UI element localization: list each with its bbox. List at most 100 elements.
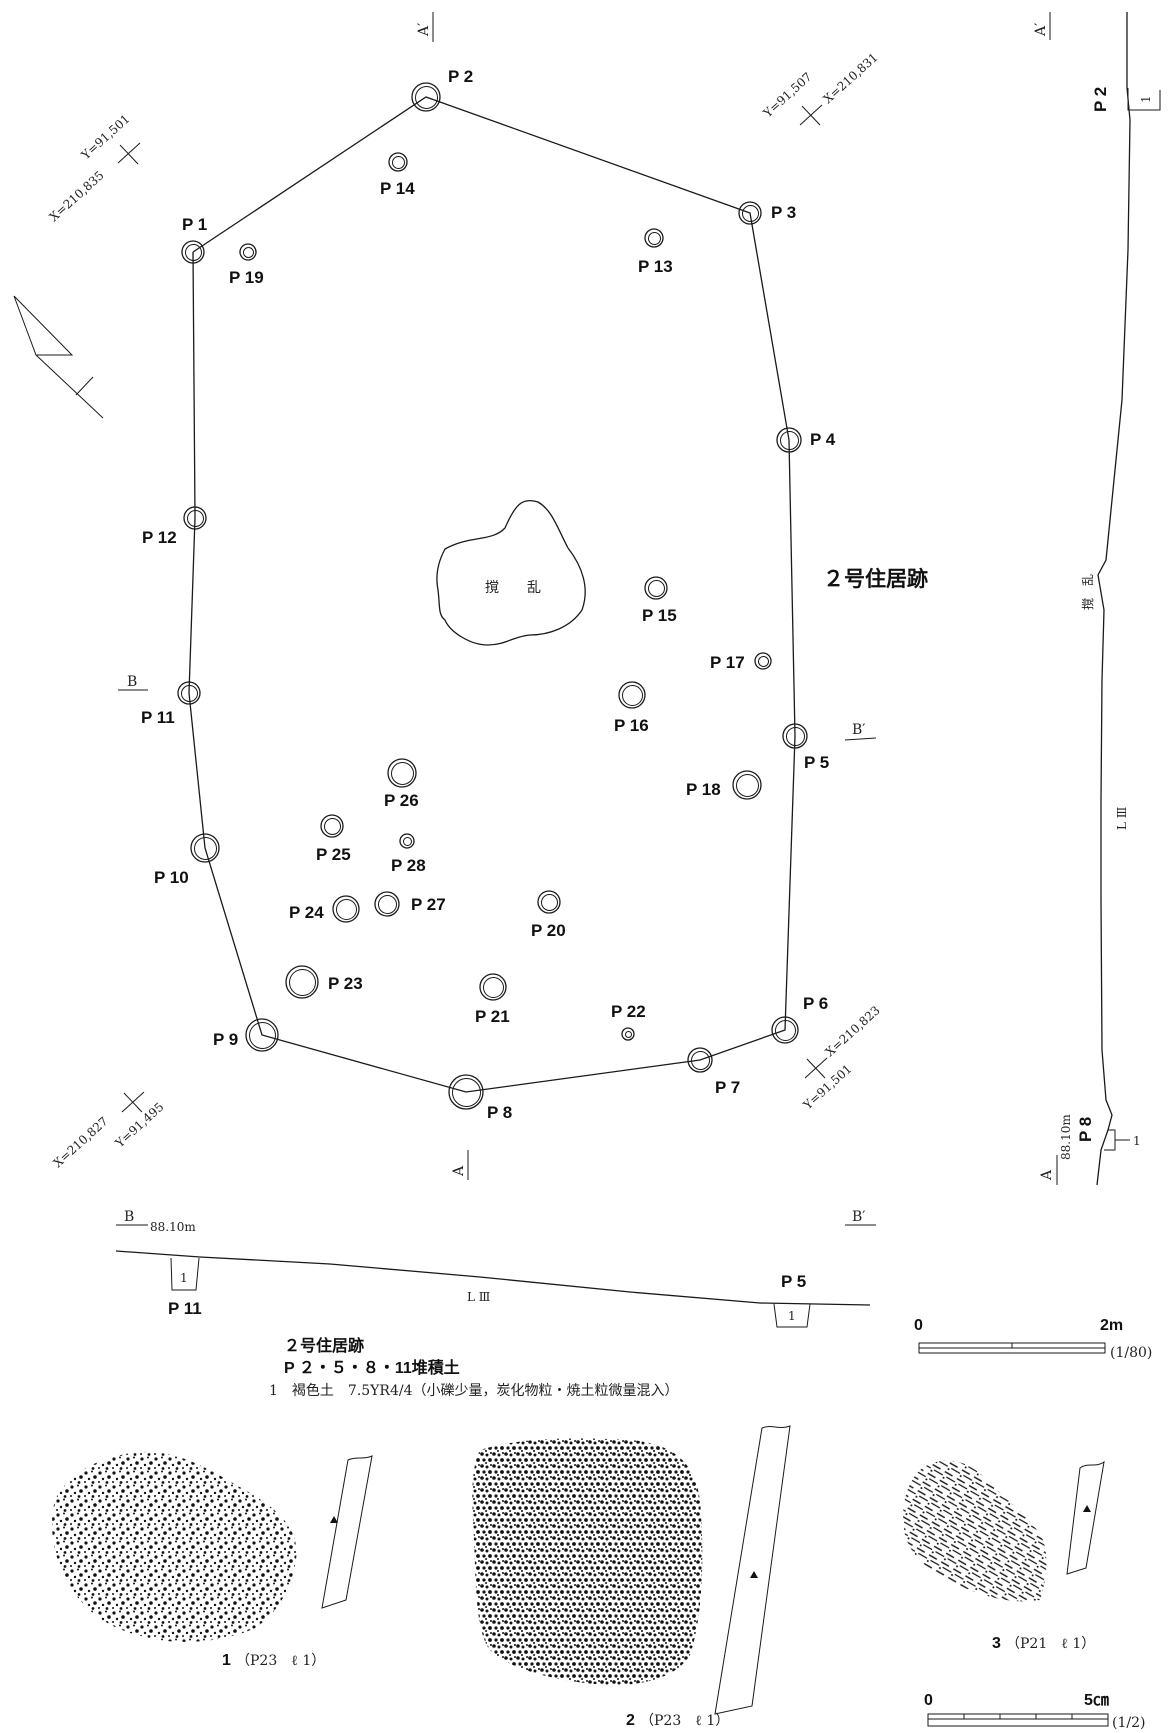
section-aa-p2-label: P 2 bbox=[1091, 87, 1110, 112]
pit-p20: P 20 bbox=[531, 890, 566, 940]
section-bb: B 88.10m B′ 1 P 11 L Ⅲ 1 P 5 bbox=[115, 1209, 876, 1328]
svg-text:3: 3 bbox=[992, 1635, 1001, 1652]
pit-p17-label: P 17 bbox=[710, 653, 745, 672]
pit-p26: P 26 bbox=[384, 758, 419, 810]
pit-p14-floor bbox=[392, 156, 405, 169]
pit-p14: P 14 bbox=[380, 152, 415, 198]
pit-p11-outline bbox=[177, 681, 201, 705]
pit-p25: P 25 bbox=[316, 814, 351, 864]
svg-text:0: 0 bbox=[914, 1317, 923, 1334]
pit-p1-floor bbox=[185, 244, 202, 261]
pit-p27-floor bbox=[378, 895, 397, 914]
pit-p23-outline bbox=[285, 965, 319, 999]
coord-cross-se: X=210,823 Y=91,501 bbox=[800, 1003, 883, 1113]
svg-text:0: 0 bbox=[924, 1692, 933, 1709]
disturbance-area bbox=[436, 500, 586, 646]
artifact-3-face bbox=[903, 1460, 1047, 1602]
legend-title: ２号住居跡 bbox=[284, 1336, 364, 1355]
svg-text:X=210,827: X=210,827 bbox=[51, 1114, 111, 1170]
artifact-3: 3 （P21 ℓ 1） bbox=[903, 1460, 1105, 1652]
pit-p3-floor bbox=[742, 205, 759, 222]
pit-p1-label: P 1 bbox=[182, 215, 207, 234]
pit-p19-label: P 19 bbox=[229, 268, 264, 287]
disturbance-label: 撹 乱 bbox=[485, 580, 541, 596]
svg-text:X=210,835: X=210,835 bbox=[47, 168, 107, 224]
pit-p8-floor bbox=[452, 1078, 481, 1107]
pit-p6-outline bbox=[771, 1016, 799, 1044]
pit-p19: P 19 bbox=[229, 243, 264, 287]
section-a-bottom-marker: A bbox=[451, 1150, 469, 1180]
coord-cross-nw: Y=91,501 X=210,835 bbox=[47, 112, 141, 224]
pit-p27-outline bbox=[374, 891, 400, 917]
pit-p4-label: P 4 bbox=[810, 430, 836, 449]
pit-p23-label: P 23 bbox=[328, 974, 363, 993]
pit-p12-outline bbox=[183, 506, 207, 530]
house-title: ２号住居跡 bbox=[823, 567, 928, 591]
svg-text:X=210,823: X=210,823 bbox=[823, 1003, 883, 1059]
svg-text:A: A bbox=[451, 1165, 467, 1177]
pit-p5-outline bbox=[782, 723, 808, 749]
pit-p12-floor bbox=[187, 510, 204, 527]
section-b-right-marker: B′ bbox=[844, 722, 877, 741]
pit-p21-floor bbox=[483, 977, 504, 998]
pit-p28-label: P 28 bbox=[391, 856, 426, 875]
pit-p3-label: P 3 bbox=[771, 203, 796, 222]
section-aa-p8-label: P 8 bbox=[1076, 1117, 1095, 1142]
pit-p22-floor bbox=[625, 1031, 632, 1038]
pit-p25-floor bbox=[324, 818, 341, 835]
pit-p20-label: P 20 bbox=[531, 921, 566, 940]
pit-p25-label: P 25 bbox=[316, 845, 351, 864]
pit-p15: P 15 bbox=[642, 576, 677, 625]
pit-p23: P 23 bbox=[285, 965, 363, 999]
svg-text:5㎝: 5㎝ bbox=[1084, 1692, 1109, 1709]
pit-p6-label: P 6 bbox=[803, 994, 828, 1013]
pit-p17-outline bbox=[754, 652, 772, 670]
svg-text:B′: B′ bbox=[852, 722, 865, 738]
pit-p17: P 17 bbox=[710, 652, 772, 672]
pit-p19-floor bbox=[243, 247, 254, 258]
pit-p10-label: P 10 bbox=[154, 868, 189, 887]
section-aa-pit-p2 bbox=[1127, 88, 1161, 111]
scale-bar-plan: 0 2m (1/80) bbox=[914, 1317, 1152, 1361]
pit-p8: P 8 bbox=[448, 1074, 512, 1122]
pit-p2-label: P 2 bbox=[448, 67, 473, 86]
pit-p9-outline bbox=[245, 1018, 279, 1052]
pit-p4: P 4 bbox=[776, 427, 836, 453]
pits-layer: P 1P 2P 3P 4P 5P 6P 7P 8P 9P 10P 11P 12P… bbox=[141, 67, 836, 1122]
section-bb-end-label: B′ bbox=[852, 1209, 865, 1225]
pit-p25-outline bbox=[320, 814, 344, 838]
section-bb-p11-label: P 11 bbox=[168, 1299, 202, 1318]
pit-p16: P 16 bbox=[614, 681, 649, 735]
artifact-3-profile bbox=[1066, 1460, 1105, 1575]
section-aa-start-label: A bbox=[1039, 1169, 1055, 1181]
pit-p4-floor bbox=[780, 431, 799, 450]
pit-p18-outline bbox=[732, 770, 762, 800]
pit-p18-label: P 18 bbox=[686, 780, 721, 799]
pit-p22: P 22 bbox=[611, 1002, 646, 1041]
pit-p27: P 27 bbox=[374, 891, 446, 917]
house-outline bbox=[188, 96, 796, 1093]
pit-p28: P 28 bbox=[391, 833, 426, 875]
pit-p2-floor bbox=[415, 86, 438, 109]
pit-p24: P 24 bbox=[289, 895, 360, 923]
svg-text:1: 1 bbox=[180, 1271, 188, 1285]
pit-p15-floor bbox=[648, 580, 665, 597]
pit-p27-label: P 27 bbox=[411, 895, 446, 914]
svg-text:Y=91,495: Y=91,495 bbox=[112, 1100, 167, 1151]
pit-p26-label: P 26 bbox=[384, 791, 419, 810]
pit-p6: P 6 bbox=[771, 994, 828, 1044]
pit-p28-outline bbox=[399, 833, 415, 849]
pit-p2: P 2 bbox=[411, 67, 473, 112]
section-aa-end-label: A′ bbox=[1033, 23, 1049, 37]
pit-p6-floor bbox=[775, 1020, 796, 1041]
pit-p17-floor bbox=[758, 656, 769, 667]
section-bb-ground-line bbox=[115, 1250, 871, 1306]
svg-text:(1/80): (1/80) bbox=[1110, 1345, 1152, 1361]
pit-p5-label: P 5 bbox=[804, 753, 829, 772]
pit-p5-floor bbox=[786, 727, 805, 746]
artifact-2: 2 （P23 ℓ 1） bbox=[472, 1425, 791, 1729]
svg-text:1: 1 bbox=[1139, 95, 1153, 103]
pit-p8-label: P 8 bbox=[487, 1103, 512, 1122]
section-aa: A′ 1 P 2 撹 乱 L Ⅲ 1 P 8 88.10m A bbox=[1033, 12, 1161, 1186]
